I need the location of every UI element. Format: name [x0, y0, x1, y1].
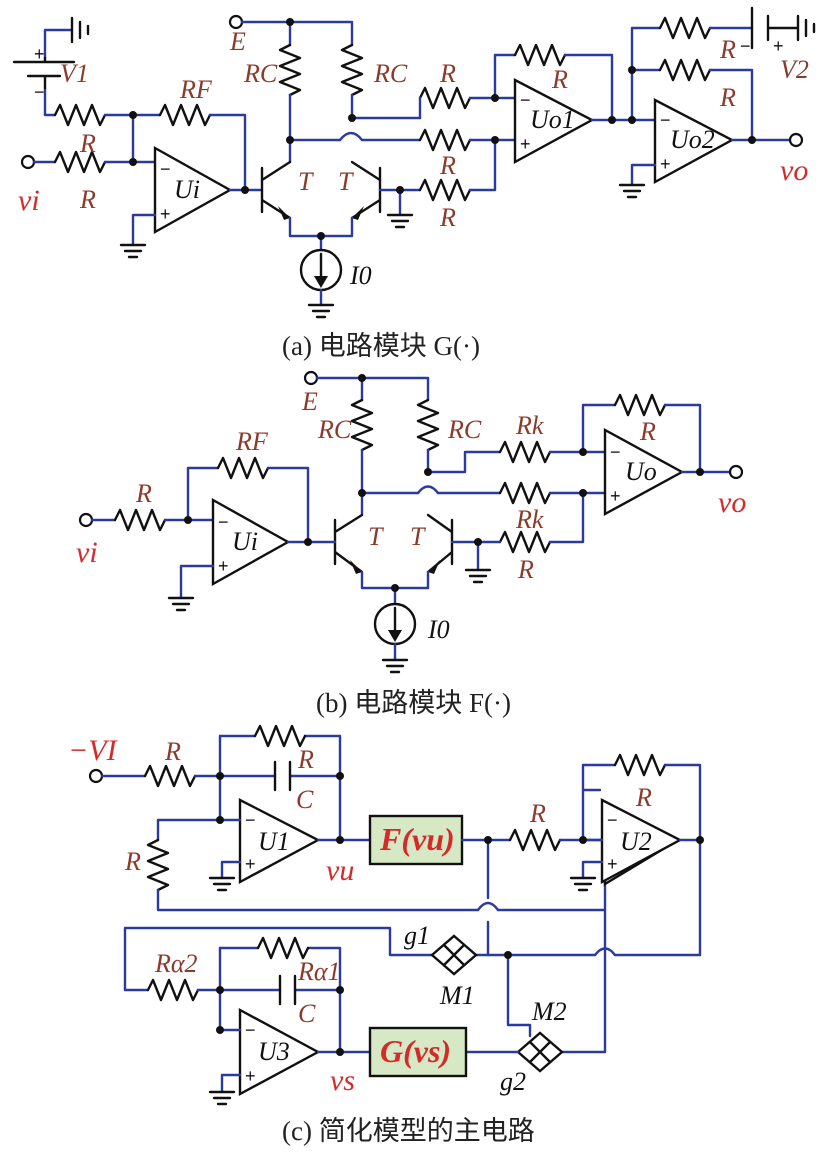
caption-c: (c) 简化模型的主电路	[282, 1116, 535, 1146]
label-rc-b1: RC	[317, 415, 352, 444]
label-vs: vs	[330, 1064, 355, 1097]
label-r-c1: R	[164, 737, 181, 766]
svg-text:+: +	[520, 134, 531, 154]
label-r-a1: R	[79, 129, 96, 158]
label-r-c5: R	[635, 783, 652, 812]
label-r-a8: R	[719, 35, 736, 64]
label-uo2: Uo2	[670, 125, 715, 154]
label-u1: U1	[258, 827, 290, 856]
label-e-b: E	[301, 387, 318, 416]
label-vo-a: vo	[780, 154, 808, 187]
label-m2: M2	[531, 997, 567, 1026]
label-u2: U2	[620, 827, 652, 856]
svg-text:+: +	[245, 854, 256, 874]
panel-b-circuit-f: − + − +	[76, 370, 746, 718]
label-rc-a2: RC	[373, 59, 408, 88]
label-r-c4: R	[529, 799, 546, 828]
svg-text:−: −	[160, 159, 171, 179]
svg-text:+: +	[610, 486, 621, 506]
label-r-c2: R	[297, 745, 314, 774]
label-ui-b: Ui	[232, 527, 258, 556]
label-c-c2: C	[298, 999, 316, 1028]
label-v1: V1	[60, 59, 89, 88]
g-block-label: G(vs)	[380, 1033, 451, 1069]
f-block-label: F(vu)	[379, 821, 455, 857]
label-e-a: E	[229, 27, 246, 56]
label-ui-a: Ui	[174, 175, 200, 204]
svg-text:+: +	[773, 36, 784, 56]
label-r-a3: R	[439, 59, 456, 88]
label-r-a2: R	[79, 185, 96, 214]
label-r-a6: R	[551, 65, 568, 94]
svg-text:−: −	[245, 1020, 256, 1040]
label-vi-a: vi	[18, 184, 40, 217]
svg-text:−: −	[610, 442, 621, 462]
label-t-b2: T	[410, 522, 426, 551]
label-rc-b2: RC	[447, 415, 482, 444]
label-vu: vu	[326, 854, 354, 887]
label-rk-b1: Rk	[515, 411, 544, 440]
label-u3: U3	[258, 1037, 290, 1066]
label-t-a2: T	[338, 167, 354, 196]
svg-text:+: +	[660, 154, 671, 174]
label-t-b1: T	[368, 522, 384, 551]
label-ralpha1: Rα1	[297, 957, 341, 986]
label-rf-b: RF	[235, 427, 269, 456]
label-r-b2: R	[639, 417, 656, 446]
label-r-b1: R	[517, 555, 534, 584]
label-g2: g2	[500, 1067, 526, 1096]
label-r-a7: R	[719, 83, 736, 112]
label-r-a5: R	[439, 203, 456, 232]
label-m1: M1	[439, 981, 475, 1010]
label-ralpha2: Rα2	[154, 949, 198, 978]
svg-text:+: +	[218, 556, 229, 576]
svg-text:+: +	[245, 1066, 256, 1086]
label-v2: V2	[780, 55, 809, 84]
panel-a-circuit-g: + − − +	[12, 6, 816, 361]
svg-text:−: −	[607, 810, 618, 830]
label-i0-a: I0	[349, 261, 372, 290]
label-r-a4: R	[439, 151, 456, 180]
label-vi-b: vi	[76, 536, 98, 569]
panel-c-main-circuit: − + F(vu) − +	[68, 724, 704, 1146]
caption-b: (b) 电路模块 F(·)	[316, 688, 511, 718]
label-r-b3: R	[135, 479, 152, 508]
label-i0-b: I0	[427, 615, 450, 644]
label-g1: g1	[404, 921, 430, 950]
label-vo-b: vo	[718, 486, 746, 519]
label-minus-vi: −VI	[68, 734, 119, 767]
svg-text:−: −	[34, 82, 45, 102]
svg-text:−: −	[245, 810, 256, 830]
svg-text:−: −	[218, 512, 229, 532]
svg-text:+: +	[607, 854, 618, 874]
caption-a: (a) 电路模块 G(·)	[282, 331, 480, 361]
svg-text:−: −	[740, 36, 751, 56]
svg-text:+: +	[34, 44, 45, 64]
label-uo1: Uo1	[530, 105, 575, 134]
label-r-c3: R	[124, 847, 141, 876]
svg-text:−: −	[520, 90, 531, 110]
label-c-c1: C	[296, 785, 314, 814]
label-rc-a1: RC	[243, 59, 278, 88]
label-uo: Uo	[625, 457, 657, 486]
svg-text:+: +	[160, 204, 171, 224]
label-t-a1: T	[298, 167, 314, 196]
svg-text:−: −	[660, 110, 671, 130]
label-rk-b2: Rk	[515, 505, 544, 534]
label-rf-a: RF	[179, 75, 213, 104]
